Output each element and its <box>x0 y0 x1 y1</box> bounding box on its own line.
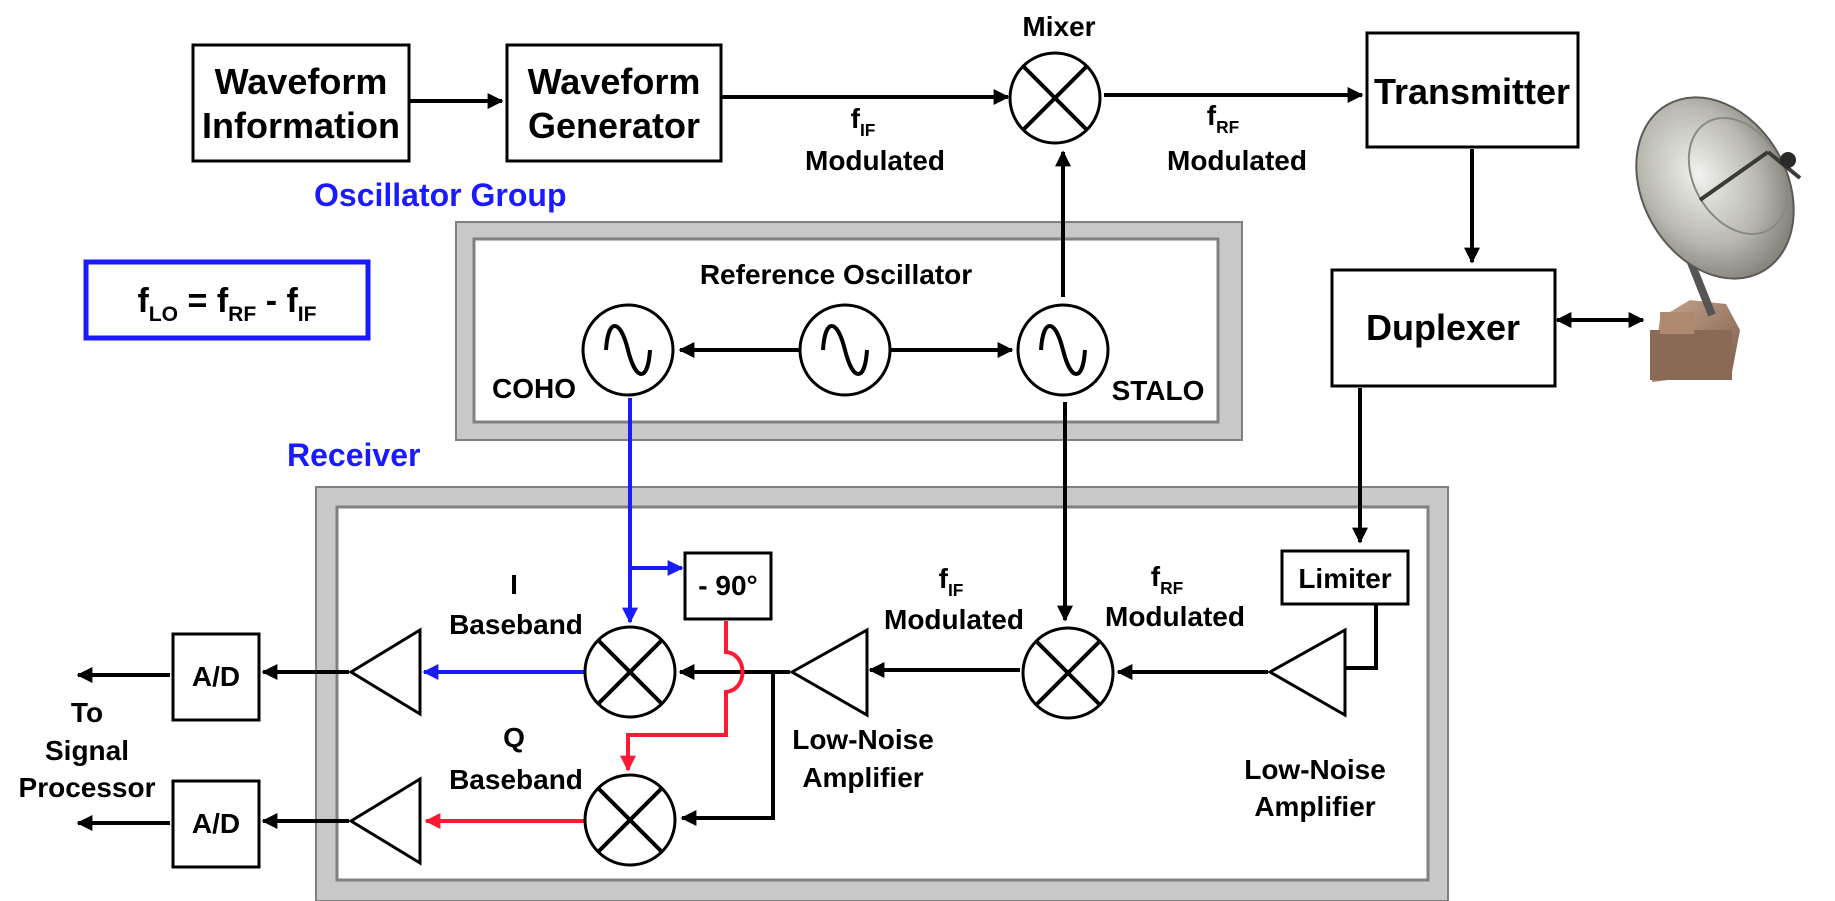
lo-formula: fLO = fRF - fIF <box>83 259 371 341</box>
formula-f2: f <box>217 282 229 320</box>
i-baseband-line1: I <box>510 569 518 600</box>
transmitter-label: Transmitter <box>1374 71 1570 112</box>
tx-rf-modulated: Modulated <box>1167 145 1307 176</box>
rx-if-f: f <box>939 563 949 594</box>
coho-label: COHO <box>492 373 576 404</box>
stalo-oscillator <box>1016 303 1110 397</box>
waveform-information-line2: Information <box>202 105 400 146</box>
ad-converter-i: A/D <box>171 632 261 722</box>
to-signal-processor-line3: Processor <box>19 772 156 803</box>
lna-inner-label: Low-Noise Amplifier <box>792 724 934 793</box>
rx-rf-label: fRF Modulated <box>1105 561 1245 632</box>
oscillator-wires <box>678 342 1073 622</box>
waveform-generator-line1: Waveform <box>528 61 701 102</box>
top-chain-wires <box>410 87 1645 328</box>
i-baseband-label: I Baseband <box>449 569 583 640</box>
reference-oscillator <box>798 303 892 397</box>
lna-inner-line2: Amplifier <box>802 762 923 793</box>
mixer-label: Mixer <box>1022 11 1095 42</box>
receiver-frame <box>315 486 1449 901</box>
to-signal-processor-line2: Signal <box>45 735 129 766</box>
lna-inner-amplifier <box>788 627 869 718</box>
formula-equals: = <box>178 282 217 320</box>
receiver-wires <box>76 388 1378 831</box>
svg-text:fLO = fRF - fIF: fLO = fRF - fIF <box>137 282 316 326</box>
to-signal-processor-line1: To <box>71 697 103 728</box>
ad-q-label: A/D <box>192 808 240 839</box>
oscillator-group-title: Oscillator Group <box>314 177 566 213</box>
transmitter-block: Transmitter <box>1365 31 1580 149</box>
duplexer-block: Duplexer <box>1330 268 1557 388</box>
stalo-label: STALO <box>1112 375 1205 406</box>
reference-oscillator-label: Reference Oscillator <box>700 259 972 290</box>
ad-converter-q: A/D <box>171 779 261 869</box>
rx-if-modulated: Modulated <box>884 604 1024 635</box>
phase-shift-label: - 90° <box>698 570 757 601</box>
svg-text:fRF: fRF <box>1151 561 1183 598</box>
lna-inner-line1: Low-Noise <box>792 724 934 755</box>
baseband-q-amplifier <box>348 776 422 866</box>
tx-if-label: fIF Modulated <box>805 103 945 176</box>
tx-rf-f: f <box>1207 100 1217 131</box>
phase-shift-block: - 90° <box>683 551 773 621</box>
mixer-receive <box>1021 626 1115 720</box>
rx-rf-sub: RF <box>1160 578 1183 598</box>
waveform-generator-line2: Generator <box>528 105 700 146</box>
tx-rf-sub: RF <box>1216 117 1239 137</box>
limiter-label: Limiter <box>1298 563 1391 594</box>
receiver-title: Receiver <box>287 437 420 473</box>
q-baseband-line1: Q <box>503 722 525 753</box>
limiter-block: Limiter <box>1280 549 1410 606</box>
formula-if: IF <box>298 303 317 326</box>
formula-minus: - <box>256 282 286 320</box>
i-baseband-line2: Baseband <box>449 609 583 640</box>
lna-right-label: Low-Noise Amplifier <box>1244 754 1386 822</box>
mixer-transmit <box>1008 51 1102 145</box>
lna-right-amplifier <box>1266 627 1347 718</box>
to-signal-processor-label: To Signal Processor <box>19 697 156 803</box>
tx-if-modulated: Modulated <box>805 145 945 176</box>
q-baseband-label: Q Baseband <box>449 722 583 795</box>
radar-antenna-icon <box>1635 96 1802 382</box>
formula-lo: LO <box>149 303 178 326</box>
svg-text:fIF: fIF <box>939 563 964 600</box>
rx-rf-modulated: Modulated <box>1105 601 1245 632</box>
rx-if-sub: IF <box>948 580 963 600</box>
mixer-q <box>583 773 677 867</box>
coho-oscillator <box>581 303 675 397</box>
lna-right-line1: Low-Noise <box>1244 754 1386 785</box>
formula-rf: RF <box>228 303 256 326</box>
rx-rf-f: f <box>1151 561 1161 592</box>
waveform-information-line1: Waveform <box>215 61 388 102</box>
tx-if-sub: IF <box>860 120 875 140</box>
svg-text:fIF: fIF <box>851 103 876 140</box>
formula-f3: f <box>286 282 298 320</box>
waveform-generator-block: Waveform Generator <box>505 43 723 163</box>
duplexer-label: Duplexer <box>1366 307 1520 348</box>
tx-if-f: f <box>851 103 861 134</box>
svg-text:fRF: fRF <box>1207 100 1239 137</box>
mixer-i <box>583 625 677 719</box>
q-baseband-line2: Baseband <box>449 764 583 795</box>
tx-rf-label: fRF Modulated <box>1167 100 1307 176</box>
rx-if-label: fIF Modulated <box>884 563 1024 635</box>
ad-i-label: A/D <box>192 661 240 692</box>
baseband-i-amplifier <box>348 627 422 717</box>
i-channel-path <box>422 398 684 680</box>
waveform-information-block: Waveform Information <box>191 43 411 163</box>
lna-right-line2: Amplifier <box>1254 791 1375 822</box>
formula-f1: f <box>137 282 149 320</box>
q-channel-path <box>424 621 745 829</box>
